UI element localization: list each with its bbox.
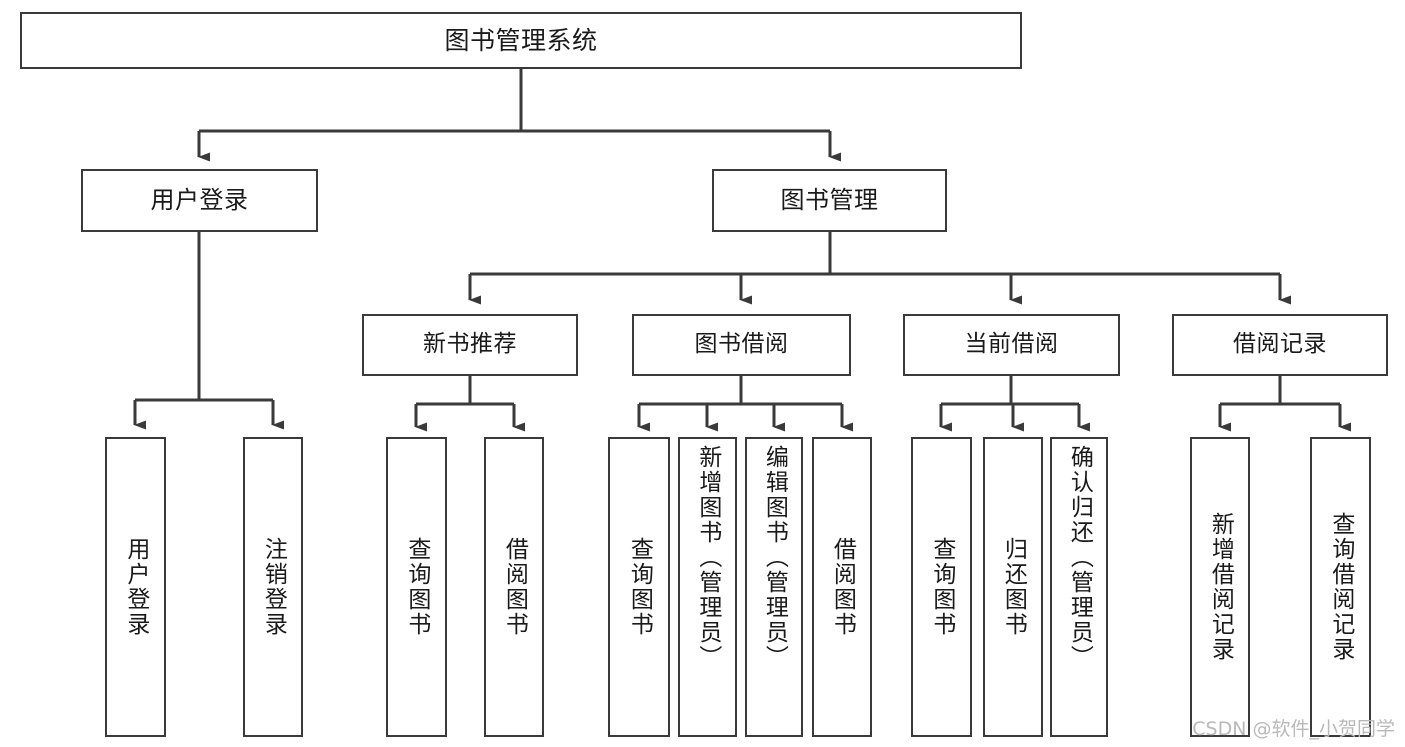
leaf-query-borrow-record-label: 查询借阅记录 [1327, 512, 1354, 662]
csdn-watermark: CSDN @软件_小贺同学 [1192, 718, 1395, 740]
leaf-edit-book-admin-label: 编辑图书（管理员） [761, 445, 788, 670]
leaf-borrow-book-recommendation-label: 借阅图书 [501, 537, 528, 637]
leaf-add-book-admin[interactable]: 新增图书（管理员） [678, 437, 737, 737]
leaf-confirm-return-admin-label: 确认归还（管理员） [1066, 445, 1093, 670]
leaf-return-book-label: 归还图书 [1000, 537, 1027, 637]
node-book-borrow-label: 图书借阅 [694, 331, 789, 358]
node-root[interactable]: 图书管理系统 [20, 12, 1022, 69]
leaf-return-book[interactable]: 归还图书 [983, 437, 1043, 737]
leaf-query-book-borrow-label: 查询图书 [626, 537, 653, 637]
leaf-query-book-recommendation-label: 查询图书 [403, 537, 430, 637]
leaf-borrow-book[interactable]: 借阅图书 [812, 437, 872, 737]
leaf-query-book-borrow[interactable]: 查询图书 [608, 437, 670, 737]
leaf-query-book-current[interactable]: 查询图书 [911, 437, 972, 737]
node-new-book-recommendation-label: 新书推荐 [423, 331, 517, 358]
node-new-book-recommendation[interactable]: 新书推荐 [362, 314, 578, 376]
leaf-logout[interactable]: 注销登录 [243, 437, 303, 737]
leaf-add-borrow-record[interactable]: 新增借阅记录 [1190, 437, 1250, 737]
node-book-management-label: 图书管理 [780, 186, 879, 215]
node-user-login[interactable]: 用户登录 [81, 169, 318, 232]
node-book-management[interactable]: 图书管理 [712, 169, 947, 232]
leaf-user-login[interactable]: 用户登录 [105, 437, 166, 737]
node-current-borrow-label: 当前借阅 [964, 331, 1059, 358]
leaf-borrow-book-recommendation[interactable]: 借阅图书 [484, 437, 544, 737]
leaf-add-borrow-record-label: 新增借阅记录 [1207, 512, 1234, 662]
leaf-logout-label: 注销登录 [260, 537, 287, 637]
node-current-borrow[interactable]: 当前借阅 [903, 314, 1120, 376]
node-book-borrow[interactable]: 图书借阅 [632, 314, 851, 376]
leaf-edit-book-admin[interactable]: 编辑图书（管理员） [745, 437, 803, 737]
node-borrow-records-label: 借阅记录 [1233, 331, 1327, 358]
node-user-login-label: 用户登录 [150, 186, 249, 215]
leaf-query-borrow-record[interactable]: 查询借阅记录 [1310, 437, 1371, 737]
node-borrow-records[interactable]: 借阅记录 [1172, 314, 1388, 376]
leaf-borrow-book-label: 借阅图书 [829, 537, 856, 637]
leaf-query-book-current-label: 查询图书 [928, 537, 955, 637]
leaf-user-login-label: 用户登录 [122, 537, 149, 637]
leaf-confirm-return-admin[interactable]: 确认归还（管理员） [1050, 437, 1108, 737]
leaf-add-book-admin-label: 新增图书（管理员） [694, 445, 721, 670]
node-root-label: 图书管理系统 [444, 25, 598, 55]
leaf-query-book-recommendation[interactable]: 查询图书 [386, 437, 447, 737]
